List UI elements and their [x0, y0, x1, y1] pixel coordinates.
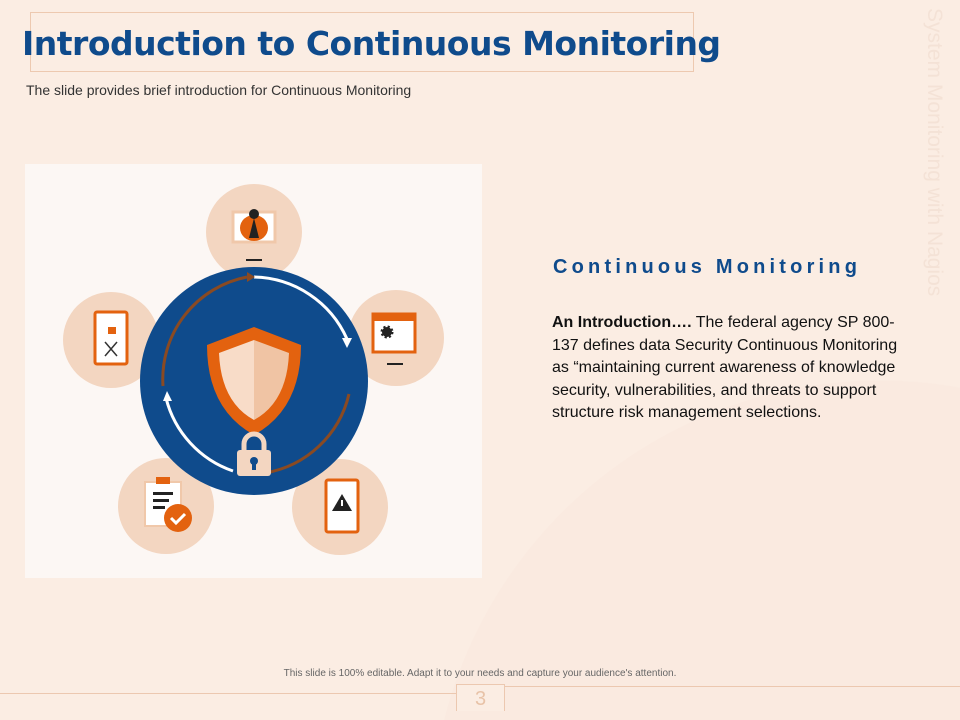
- section-body: An Introduction…. The federal agency SP …: [552, 312, 912, 425]
- phone-unlock-icon: [93, 310, 129, 366]
- gear-window-icon: [371, 312, 417, 365]
- footer-line-right: [505, 686, 960, 687]
- bug-monitor-icon: [240, 209, 268, 261]
- clipboard-check-icon: [144, 477, 192, 532]
- central-circle: [140, 267, 368, 495]
- phone-warning-icon: [324, 478, 360, 534]
- side-label: System Monitoring with Nagios: [923, 8, 946, 297]
- icon-circle-left: [63, 292, 159, 388]
- icon-circle-bottom-right: [292, 459, 388, 555]
- section-heading: Continuous Monitoring: [553, 256, 862, 278]
- icon-circle-bottom-left: [118, 458, 214, 554]
- padlock-icon: [237, 431, 271, 476]
- page-number: 3: [456, 684, 505, 711]
- page-title: Introduction to Continuous Monitoring: [22, 24, 721, 63]
- icon-circle-top: [206, 184, 302, 280]
- body-text: The federal agency SP 800-137 defines da…: [552, 314, 898, 421]
- page-subtitle: The slide provides brief introduction fo…: [26, 82, 412, 98]
- icon-circle-right: [348, 290, 444, 386]
- body-lead: An Introduction….: [552, 314, 692, 331]
- footer-note: This slide is 100% editable. Adapt it to…: [283, 668, 677, 679]
- illustration-panel: [25, 164, 482, 578]
- background-decoration: [430, 380, 960, 720]
- footer-line-left: [0, 693, 456, 694]
- shield-icon: [207, 327, 301, 435]
- title-frame: [30, 12, 694, 72]
